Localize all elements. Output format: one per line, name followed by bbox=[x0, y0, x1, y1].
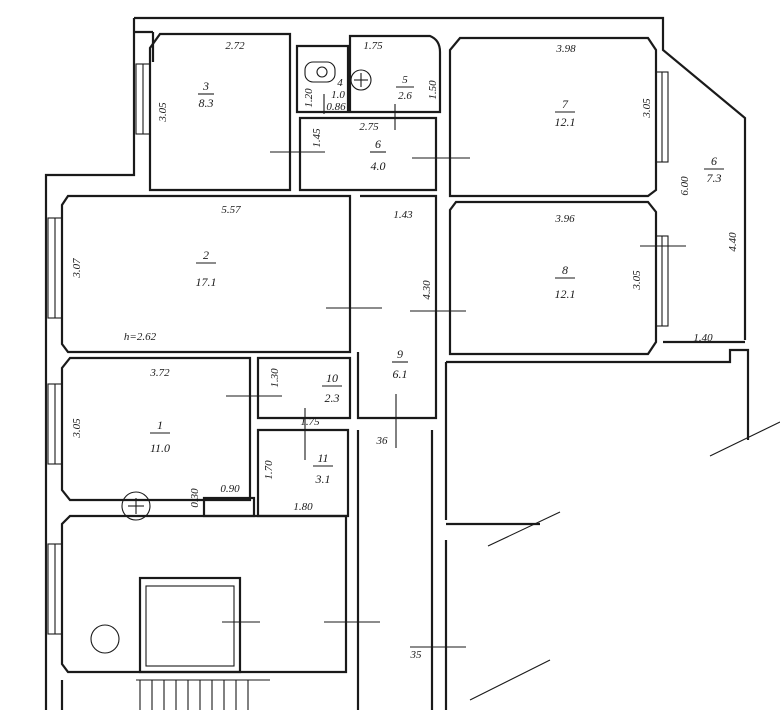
room-1-number: 1 bbox=[157, 418, 163, 432]
room-6-area: 4.0 bbox=[371, 159, 386, 173]
lower-room bbox=[60, 514, 348, 674]
dim-4-40: 4.40 bbox=[727, 232, 739, 252]
room-7 bbox=[448, 36, 658, 198]
dim-1-50: 1.50 bbox=[427, 80, 439, 100]
room-5-number: 5 bbox=[402, 74, 408, 86]
stair-box bbox=[138, 576, 242, 674]
room-4-number: 4 bbox=[337, 77, 343, 89]
dim-1-80: 1.80 bbox=[293, 501, 313, 513]
mark-35: 35 bbox=[410, 649, 423, 661]
room-2-number: 2 bbox=[203, 248, 209, 262]
door-marks bbox=[222, 94, 686, 648]
room-8-number: 8 bbox=[562, 263, 568, 277]
room-1-area: 11.0 bbox=[150, 441, 170, 455]
dim-3-05-room7: 3.05 bbox=[641, 98, 653, 119]
room-6 bbox=[298, 116, 438, 192]
room-5-area: 2.6 bbox=[398, 90, 412, 102]
room-10-area: 2.3 bbox=[325, 391, 340, 405]
dim-4-30: 4.30 bbox=[421, 280, 433, 300]
room-8-area: 12.1 bbox=[555, 287, 576, 301]
room-3-number: 3 bbox=[202, 79, 209, 93]
room-3-area: 8.3 bbox=[199, 96, 214, 110]
dim-0-90: 0.90 bbox=[220, 483, 240, 495]
room-9-number: 9 bbox=[397, 347, 403, 361]
room-11-number: 11 bbox=[317, 451, 328, 465]
round-fixture bbox=[90, 624, 120, 654]
dim-0-86: 0.86 bbox=[326, 101, 346, 113]
dim-5-57: 5.57 bbox=[221, 204, 241, 216]
dim-3-96: 3.96 bbox=[554, 213, 575, 225]
room-4 bbox=[295, 44, 350, 114]
room-6-number: 6 bbox=[375, 137, 381, 151]
room-10 bbox=[256, 356, 352, 420]
room-labels: 3 8.3 4 1.0 5 2.6 6 4.0 6 7.3 7 12.1 2 1… bbox=[150, 74, 724, 486]
toilet-fixture bbox=[304, 61, 336, 83]
windows bbox=[47, 63, 669, 635]
outer-walls bbox=[44, 16, 747, 710]
room-11 bbox=[256, 428, 350, 518]
dim-1-75-top: 1.75 bbox=[363, 40, 383, 52]
dim-2-75: 2.75 bbox=[359, 121, 379, 133]
dim-3-05-room8: 3.05 bbox=[631, 270, 643, 291]
room-9-area: 6.1 bbox=[393, 367, 408, 381]
room-7-number: 7 bbox=[562, 97, 569, 111]
room-2 bbox=[60, 194, 352, 354]
dim-1-20: 1.20 bbox=[303, 88, 315, 108]
dim-3-72: 3.72 bbox=[149, 367, 170, 379]
room-3 bbox=[148, 32, 292, 192]
room-2-area: 17.1 bbox=[196, 275, 217, 289]
dim-0-30: 0.30 bbox=[189, 488, 201, 508]
ceiling-height: h=2.62 bbox=[124, 331, 157, 343]
room-9 bbox=[356, 194, 438, 420]
right-unit bbox=[446, 348, 750, 440]
stair-steps bbox=[136, 679, 270, 710]
dim-1-43: 1.43 bbox=[393, 209, 413, 221]
dim-3-07: 3.07 bbox=[71, 258, 83, 279]
dim-1-30: 1.30 bbox=[269, 368, 281, 388]
room-7-area: 12.1 bbox=[555, 115, 576, 129]
dimension-labels: 2.72 1.75 3.98 2.75 0.86 5.57 1.43 3.96 … bbox=[71, 40, 739, 661]
room-1 bbox=[60, 356, 252, 502]
dim-3-05-room1: 3.05 bbox=[71, 418, 83, 439]
dim-1-45: 1.45 bbox=[311, 128, 323, 148]
dim-1-70: 1.70 bbox=[263, 460, 275, 480]
room-6b-number: 6 bbox=[711, 154, 717, 168]
mark-36: 36 bbox=[376, 435, 389, 447]
dim-1-75-mid: 1.75 bbox=[300, 416, 320, 428]
room-11-area: 3.1 bbox=[315, 472, 331, 486]
dim-3-05-room3: 3.05 bbox=[157, 102, 169, 123]
dim-1-40: 1.40 bbox=[693, 332, 713, 344]
room-4-area: 1.0 bbox=[331, 89, 345, 101]
dim-2-72: 2.72 bbox=[225, 40, 245, 52]
dim-6-00: 6.00 bbox=[679, 176, 691, 196]
room-5 bbox=[348, 34, 442, 114]
dim-3-98: 3.98 bbox=[555, 43, 576, 55]
room-10-number: 10 bbox=[326, 371, 338, 385]
room-6b-area: 7.3 bbox=[707, 171, 722, 185]
room-8 bbox=[448, 200, 658, 356]
wash-fixture bbox=[121, 491, 151, 521]
